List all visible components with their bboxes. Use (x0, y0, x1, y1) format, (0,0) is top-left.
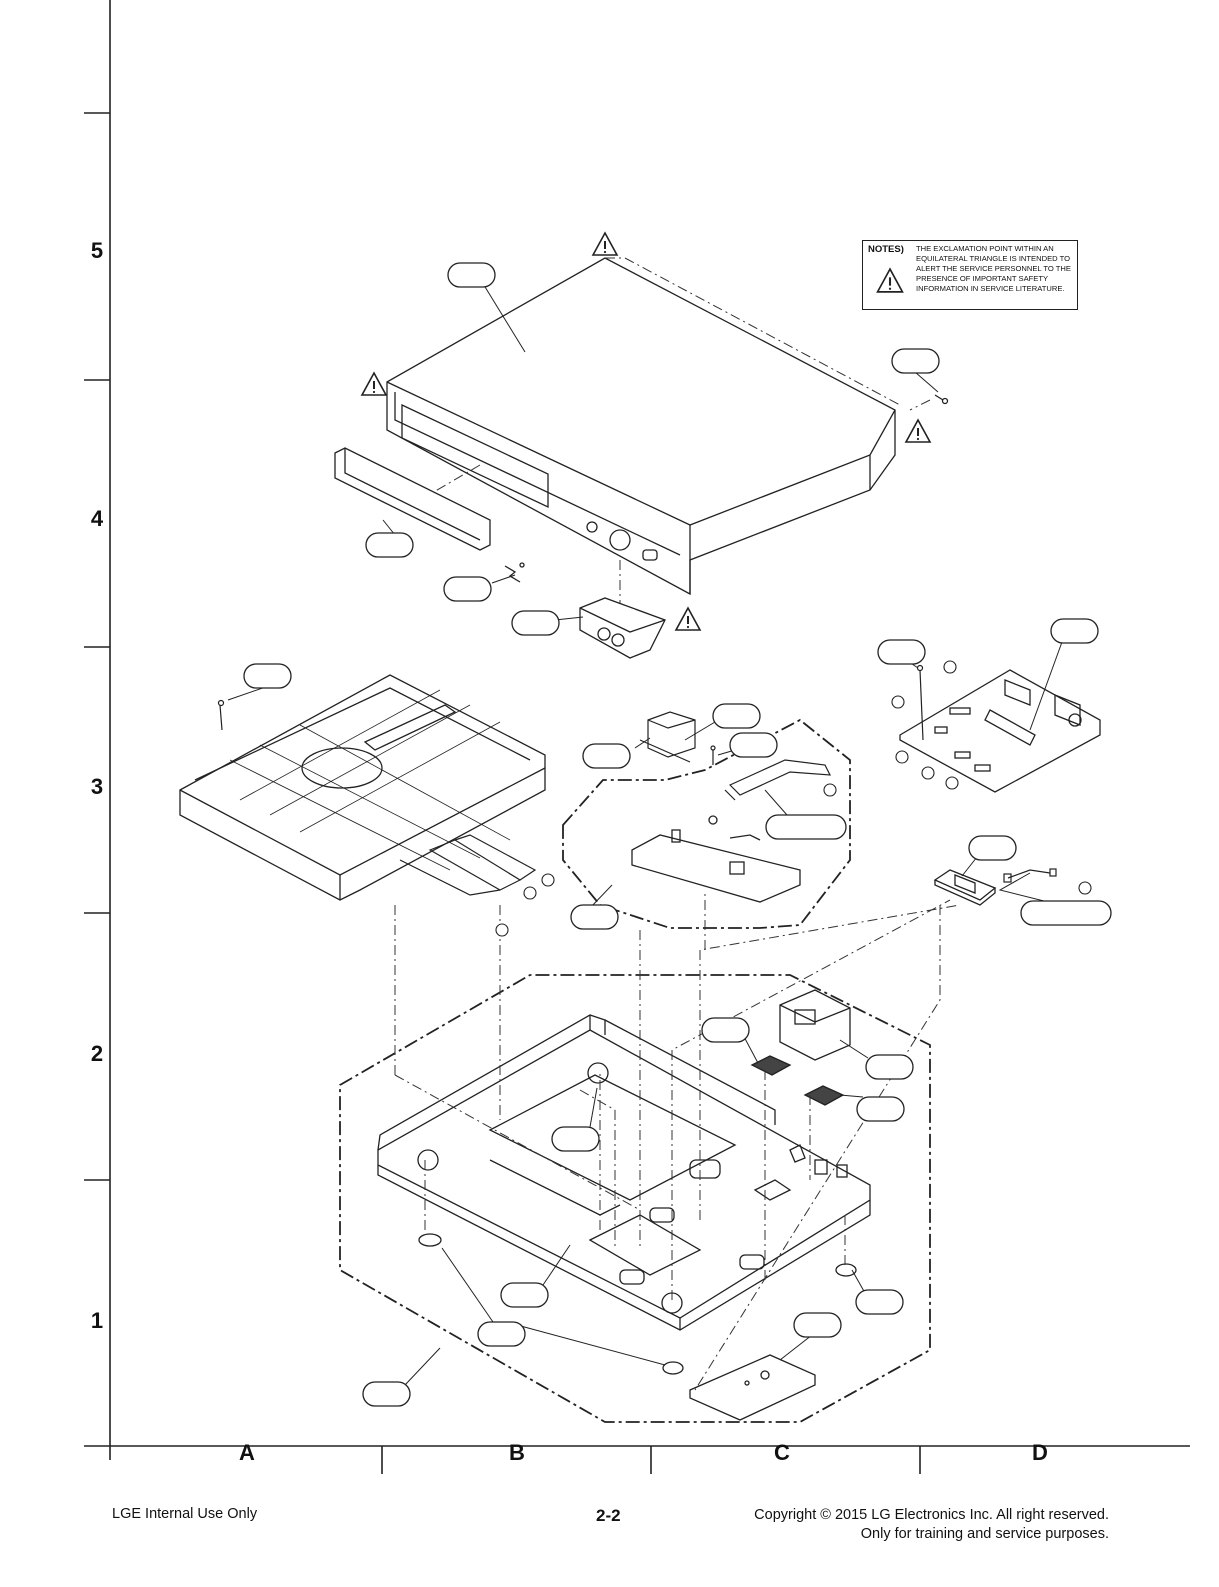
row-label-2: 2 (90, 1041, 104, 1066)
bottom-plate (689, 1354, 816, 1421)
main-board (899, 669, 1101, 793)
footer-internal-use: LGE Internal Use Only (112, 1506, 258, 1522)
small-spring (504, 562, 525, 583)
column-label-c: C (774, 1440, 790, 1465)
row-label-4: 4 (90, 506, 104, 531)
notes-text: THE EXCLAMATION POINT WITHIN AN EQUILATE… (916, 244, 1071, 293)
copyright-line-2: Only for training and service purposes. (860, 1526, 1109, 1542)
switch-block (579, 597, 666, 659)
heat-pads (750, 1055, 845, 1106)
page-number: 2-2 (596, 1506, 621, 1525)
chassis (377, 1014, 871, 1331)
chassis-group (339, 974, 931, 1423)
row-label-1: 1 (90, 1308, 104, 1333)
disc-drive (179, 674, 546, 901)
column-label-d: D (1032, 1440, 1048, 1465)
front-board (631, 815, 801, 903)
wire-harness (1003, 868, 1057, 883)
cover-dashed-lines (419, 257, 931, 610)
wireless-module (933, 869, 997, 906)
column-label-a: A (239, 1440, 255, 1465)
assembly-guide-lines (394, 890, 961, 1391)
flat-cable (724, 759, 832, 801)
front-panel (334, 447, 491, 551)
drive-ribbon-cable (399, 834, 537, 896)
board-screw (710, 745, 716, 765)
grid-frame (84, 0, 1190, 1474)
switch-part (639, 711, 696, 763)
fan-bracket (779, 989, 851, 1061)
drive-screw (217, 699, 225, 731)
notes-box: NOTES) THE EXCLAMATION POINT WITHIN AN E… (862, 240, 1078, 310)
row-label-3: 3 (90, 774, 104, 799)
column-label-b: B (509, 1440, 525, 1465)
warning-triangle-icon (876, 267, 904, 293)
screw (934, 394, 949, 405)
copyright-line-1: Copyright © 2015 LG Electronics Inc. All… (754, 1507, 1109, 1523)
reference-circles (495, 660, 1092, 937)
row-label-5: 5 (90, 238, 104, 263)
callout-bubbles (243, 262, 1112, 1407)
top-cover (386, 257, 896, 596)
notes-title: NOTES) (868, 244, 904, 255)
footer-copyright: Copyright © 2015 LG Electronics Inc. All… (689, 1506, 1109, 1544)
chassis-feet (418, 1233, 857, 1375)
